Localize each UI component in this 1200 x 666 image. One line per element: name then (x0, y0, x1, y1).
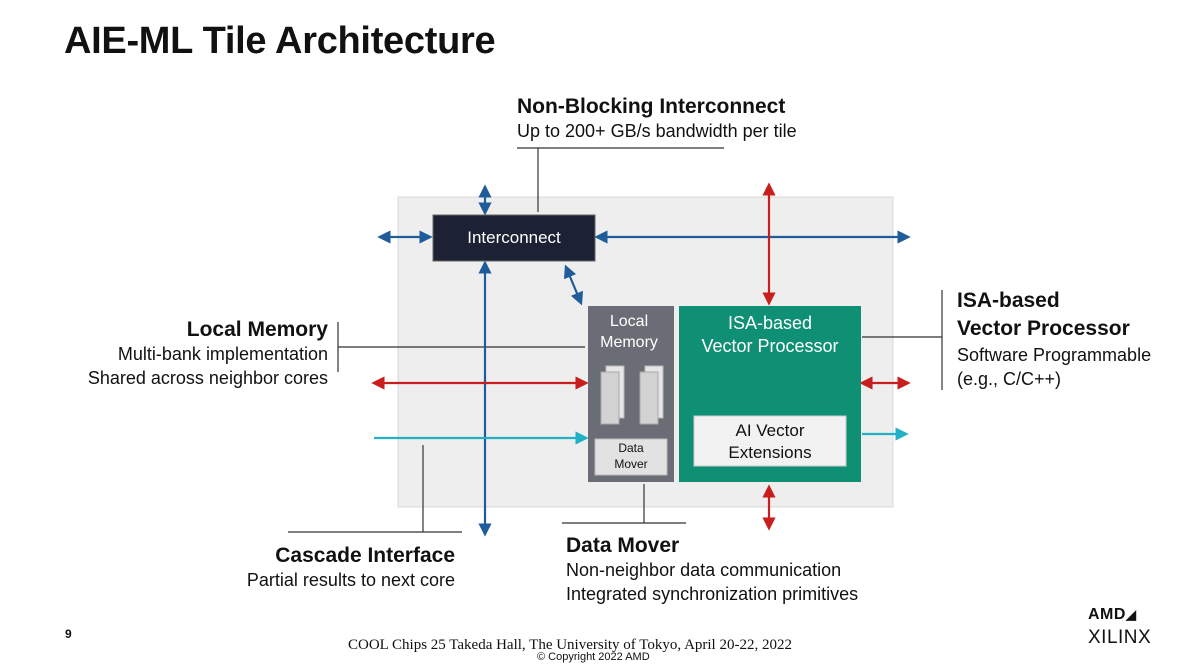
cascade-callout: Cascade Interface Partial results to nex… (246, 544, 455, 590)
callout-leaders (288, 147, 943, 533)
local-memory-callout-title: Local Memory (186, 318, 328, 341)
memory-banks-icon (600, 365, 664, 425)
local-memory-callout: Local Memory Multi-bank implementation S… (87, 318, 328, 388)
interconnect-callout-desc: Up to 200+ GB/s bandwidth per tile (517, 121, 797, 141)
slide-title: AIE-ML Tile Architecture (64, 20, 496, 62)
vector-processor-callout: ISA-based Vector Processor Software Prog… (957, 289, 1152, 389)
interconnect-callout: Non-Blocking Interconnect Up to 200+ GB/… (517, 95, 797, 143)
interconnect-label: Interconnect (467, 228, 561, 247)
slide-number: 9 (65, 627, 72, 641)
data-mover-callout: Data Mover Non-neighbor data communicati… (566, 534, 859, 604)
footer-text: COOL Chips 25 Takeda Hall, The Universit… (348, 637, 792, 653)
interconnect-block (432, 214, 596, 262)
data-mover-callout-title: Data Mover (566, 534, 680, 557)
cascade-callout-title: Cascade Interface (275, 544, 455, 567)
xilinx-logo: XILINX (1088, 627, 1152, 648)
interconnect-callout-title: Non-Blocking Interconnect (517, 95, 786, 118)
ai-vector-extensions-block (693, 415, 847, 467)
copyright-text: © Copyright 2022 AMD (537, 651, 650, 663)
amd-logo: AMD◢ (1088, 606, 1137, 623)
interconnect-memory-arrow (563, 264, 584, 306)
data-mover-block (594, 438, 668, 476)
